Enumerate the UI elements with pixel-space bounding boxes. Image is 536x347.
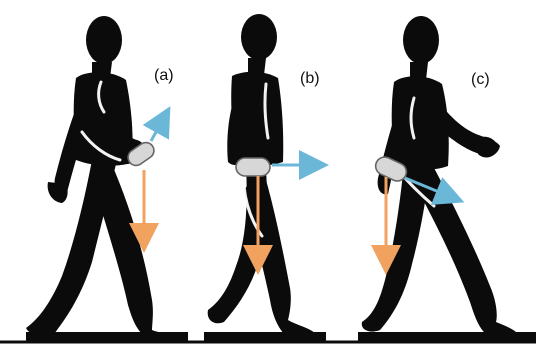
shadow-b <box>204 332 326 342</box>
back-hand-a <box>48 182 68 203</box>
back-leg-c <box>362 164 430 332</box>
panel-c: (c) <box>358 16 536 342</box>
panel-a: (a) <box>26 16 188 342</box>
back-leg-a <box>26 160 116 336</box>
panel-label-a: (a) <box>154 67 174 84</box>
motion-arrow-a <box>151 114 166 141</box>
shadow-c <box>358 332 536 342</box>
head-b <box>241 14 277 60</box>
wearable-sensor-pill-b <box>236 158 270 176</box>
walking-person-silhouette-a <box>26 16 188 342</box>
head-c <box>403 16 439 64</box>
walking-person-silhouette-b <box>204 14 326 342</box>
front-hand-c <box>478 137 498 158</box>
panel-label-b: (b) <box>300 70 320 87</box>
head-a <box>86 16 122 64</box>
panel-b: (b) <box>204 14 326 342</box>
panel-label-c: (c) <box>471 71 490 88</box>
shadow-a <box>26 332 188 342</box>
